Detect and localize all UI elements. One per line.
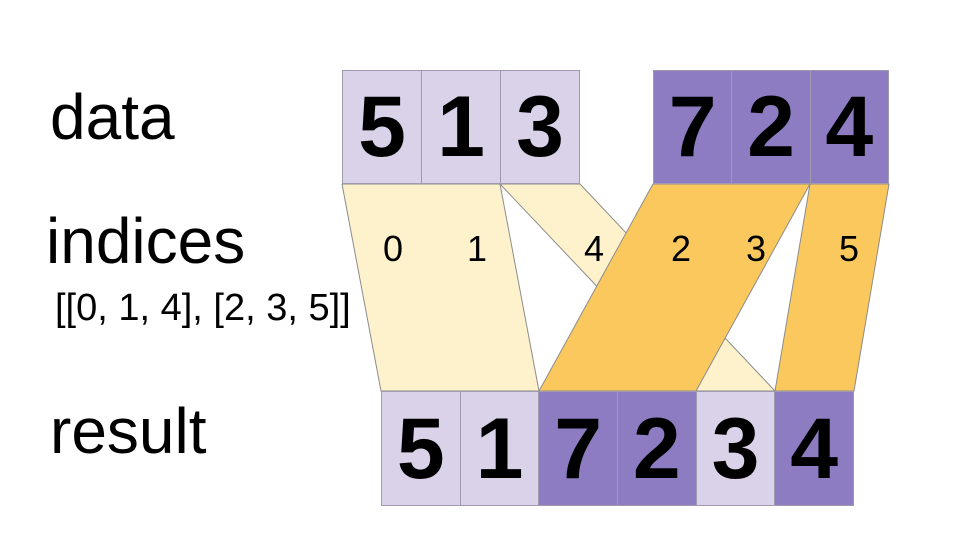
data-cell: 2: [731, 70, 811, 184]
result-cell: 2: [617, 391, 697, 506]
result-cell: 3: [695, 391, 776, 506]
index-value: 0: [382, 228, 404, 269]
indices-label: indices: [46, 205, 246, 277]
result-label: result: [50, 395, 207, 467]
data-cell: 1: [421, 70, 501, 184]
data-cell: 5: [342, 70, 422, 184]
result-cell: 7: [538, 391, 619, 506]
data-cell: 4: [809, 70, 889, 184]
result-cell: 5: [381, 391, 461, 506]
result-cell: 1: [459, 391, 540, 506]
result-row: 5 1 7 2 3 4: [381, 391, 855, 506]
data-row-group-1: 5 1 3: [342, 70, 580, 184]
data-label: data: [50, 81, 175, 153]
index-value: 3: [745, 228, 767, 269]
index-value: 2: [670, 228, 692, 269]
data-cell: 3: [500, 70, 580, 184]
data-cell: 7: [653, 70, 733, 184]
indices-list-text: [[0, 1, 4], [2, 3, 5]]: [55, 287, 351, 329]
result-cell: 4: [774, 391, 855, 506]
index-value: 1: [466, 228, 488, 269]
index-value: 5: [838, 228, 860, 269]
index-value: 4: [583, 228, 605, 269]
data-row-group-2: 7 2 4: [653, 70, 889, 184]
